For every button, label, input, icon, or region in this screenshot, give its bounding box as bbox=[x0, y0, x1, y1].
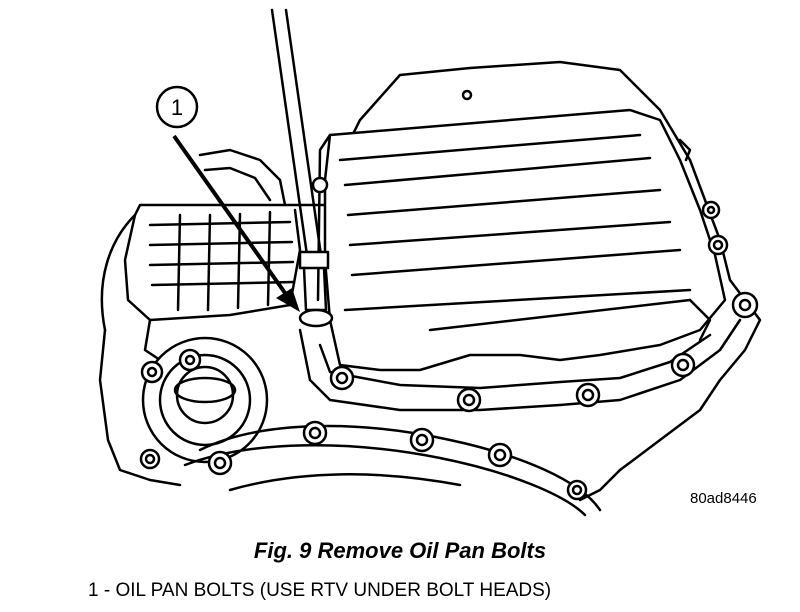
figure-id: 80ad8446 bbox=[690, 490, 757, 507]
dipstick-tube bbox=[270, 8, 334, 328]
oil-pan-illustration: 1 bbox=[98, 8, 762, 517]
callout-number: 1 bbox=[171, 95, 183, 120]
figure-legend: 1 - OIL PAN BOLTS (USE RTV UNDER BOLT HE… bbox=[88, 580, 552, 601]
callout-1: 1 bbox=[155, 85, 300, 312]
output-shaft-bore bbox=[141, 336, 269, 464]
figure-caption: Fig. 9 Remove Oil Pan Bolts bbox=[253, 538, 547, 563]
transmission-case bbox=[100, 60, 762, 502]
pan-bolts bbox=[139, 176, 759, 501]
